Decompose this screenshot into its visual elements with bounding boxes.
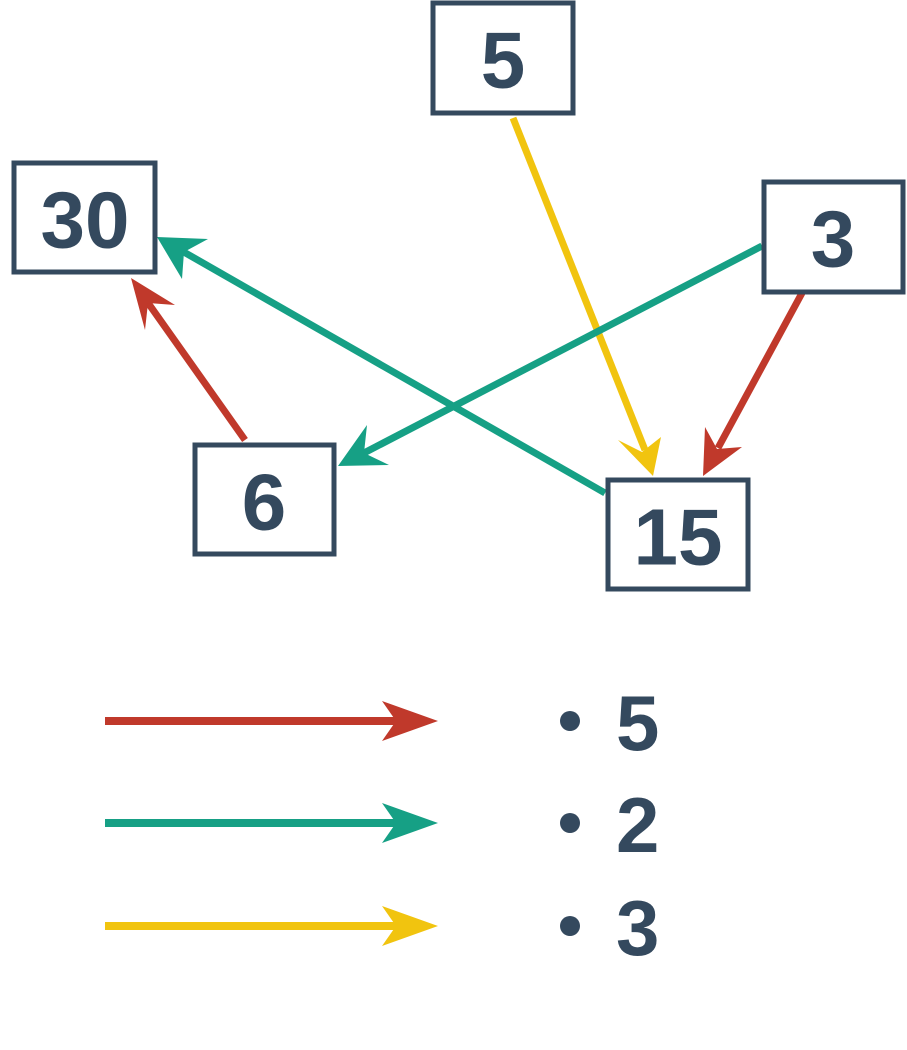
arrows [131, 116, 806, 497]
arrow-6-to-30 [131, 278, 248, 443]
legend-red-label: 5 [616, 679, 659, 767]
legend-item-yellow: 3 [105, 884, 659, 972]
node-3: 3 [761, 179, 906, 295]
arrow-3-to-15 [703, 291, 806, 476]
node-3-label: 3 [811, 195, 856, 284]
legend-item-green: 2 [105, 781, 659, 869]
node-30-label: 30 [41, 176, 130, 265]
legend-green-label: 2 [616, 781, 659, 869]
legend-yellow-bullet [560, 916, 580, 936]
node-5-label: 5 [481, 16, 526, 105]
legend-green-bullet [560, 813, 580, 833]
legend-red-bullet [560, 711, 580, 731]
arrow-3-to-6 [338, 242, 764, 466]
node-6: 6 [192, 442, 337, 557]
node-5: 5 [430, 0, 576, 116]
node-15-label: 15 [634, 493, 723, 582]
arrow-5-to-15 [509, 116, 661, 476]
node-15: 15 [605, 477, 751, 592]
legend-item-red: 5 [105, 679, 659, 767]
legend-yellow-label: 3 [616, 884, 659, 972]
node-30: 30 [11, 160, 158, 275]
arrow-15-to-30 [157, 237, 607, 497]
legend: 5 2 3 [105, 679, 659, 972]
legend-red-arrowhead [382, 701, 438, 741]
legend-green-arrowhead [382, 803, 438, 843]
legend-yellow-arrowhead [382, 906, 438, 946]
node-6-label: 6 [242, 458, 287, 547]
